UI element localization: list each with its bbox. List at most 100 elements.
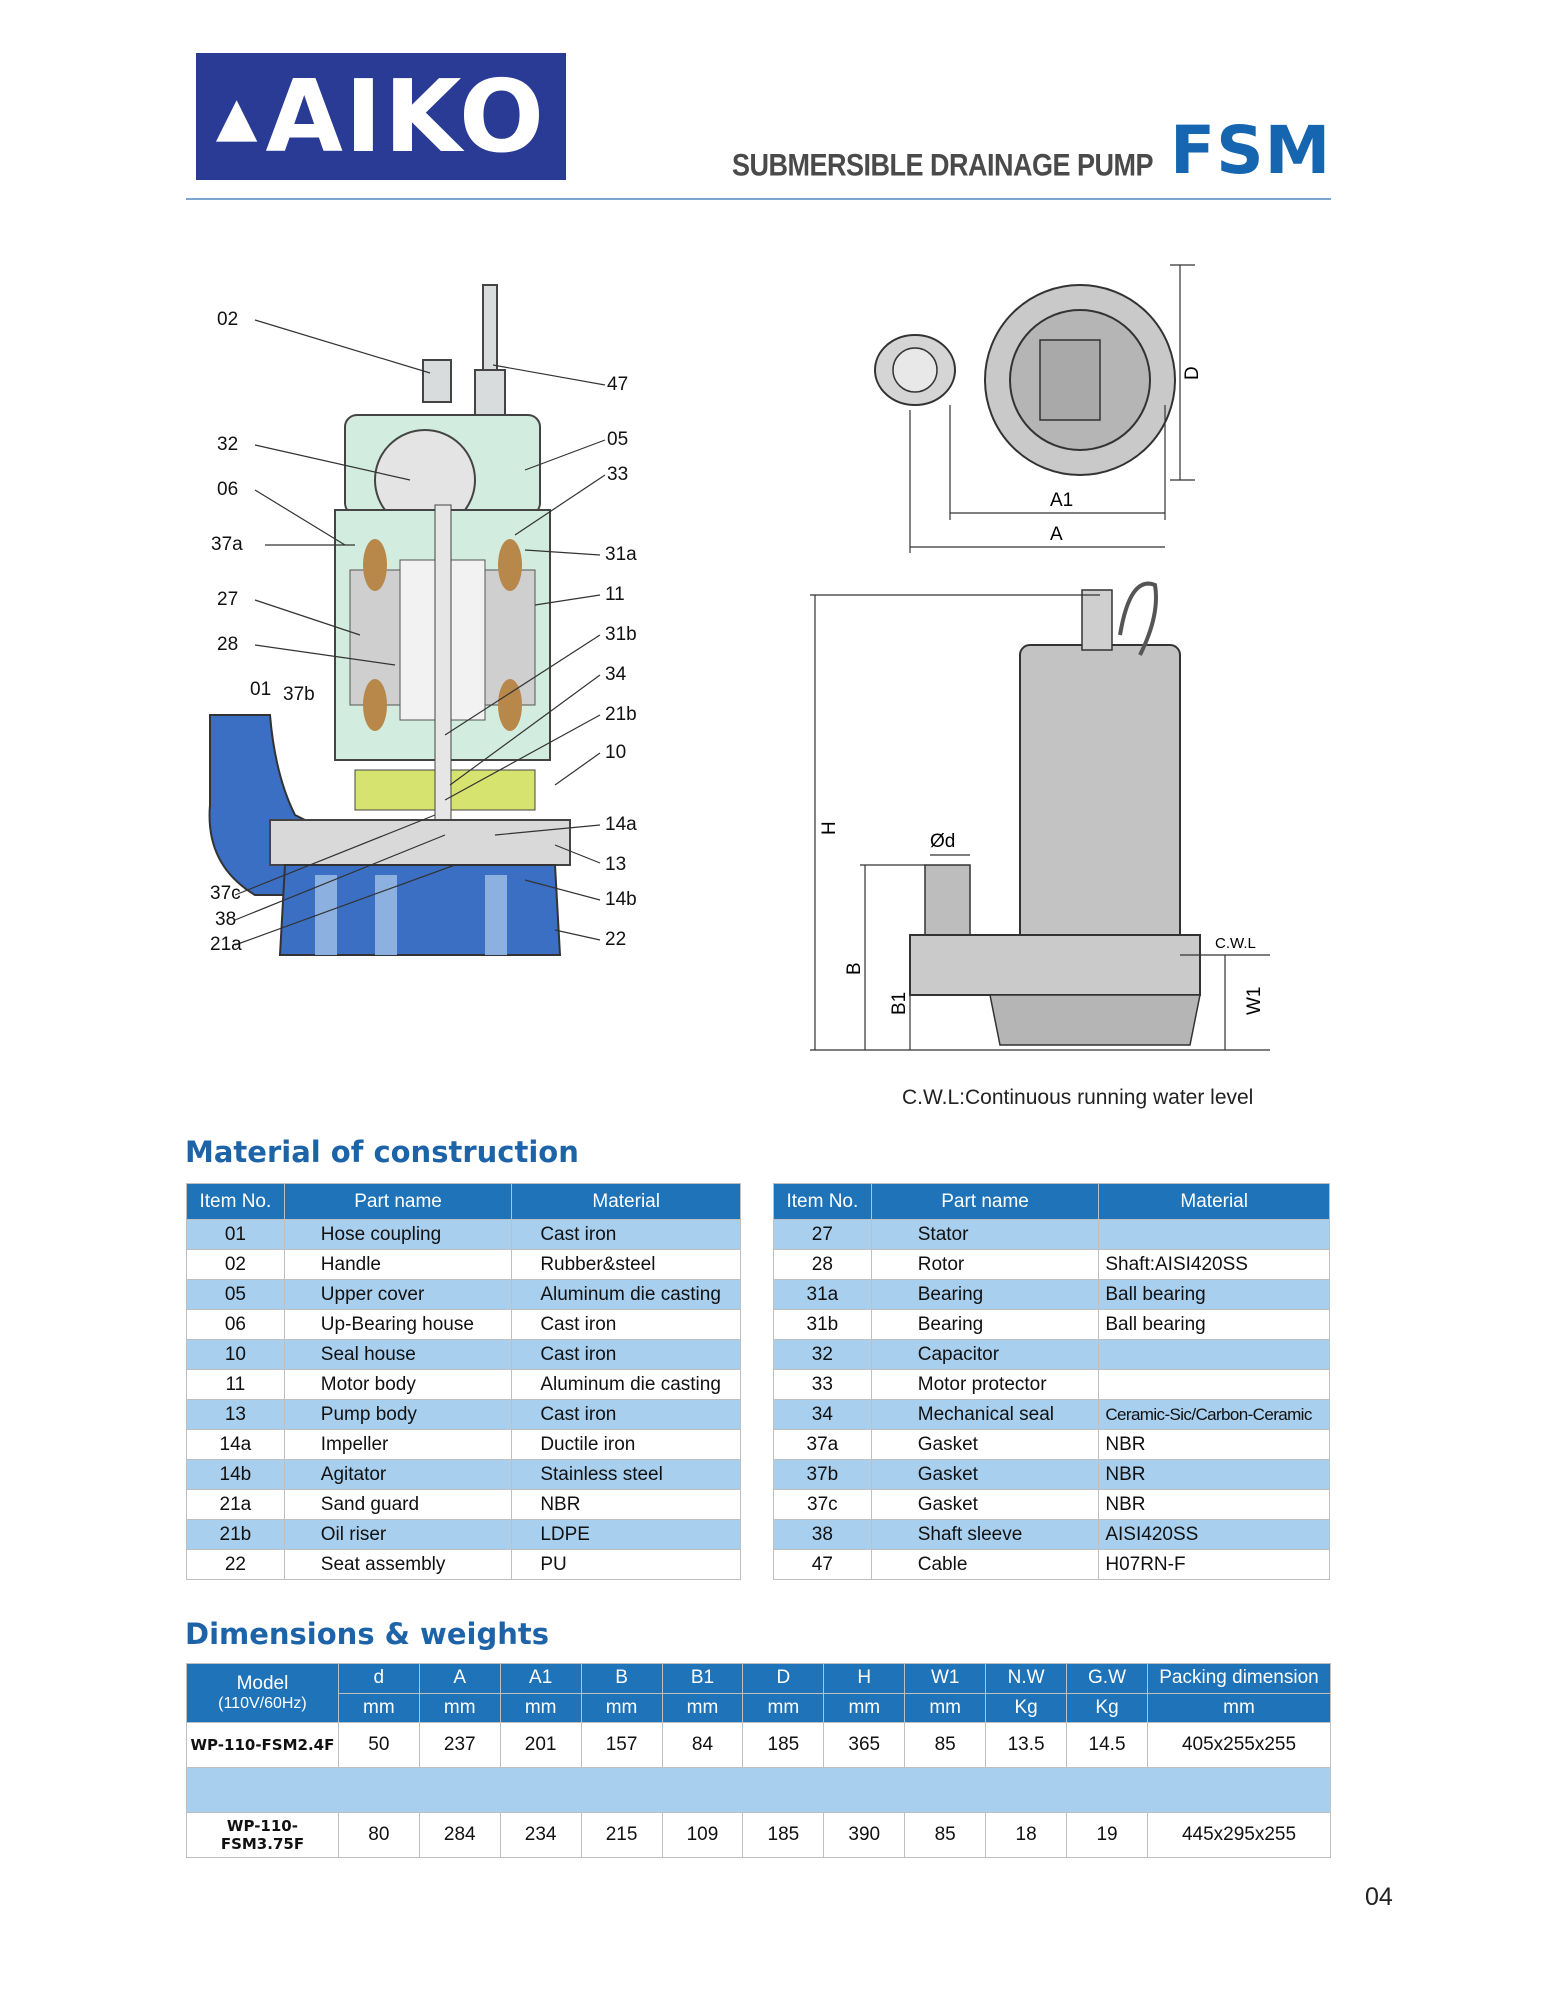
- page-number: 04: [1365, 1883, 1393, 1911]
- item-no: 21b: [186, 1519, 285, 1550]
- callout-label: 13: [605, 854, 626, 875]
- material: NBR: [1098, 1489, 1330, 1520]
- part-name: Motor protector: [870, 1369, 1100, 1400]
- value-cell: 185: [742, 1722, 825, 1768]
- item-no: 01: [186, 1219, 285, 1250]
- item-no: 34: [773, 1399, 872, 1430]
- item-no: 38: [773, 1519, 872, 1550]
- part-name: Pump body: [283, 1399, 513, 1430]
- part-name: Mechanical seal: [870, 1399, 1100, 1430]
- column-header: N.W: [985, 1663, 1068, 1694]
- table-header-row: Model (110V/60Hz) d A A1 B B1 D H W1 N.W…: [186, 1663, 1332, 1723]
- value-cell: 13.5: [985, 1722, 1068, 1768]
- model-cell: WP-110-FSM3.75F: [186, 1812, 339, 1858]
- part-name: Bearing: [870, 1279, 1100, 1310]
- material: Cast iron: [511, 1219, 741, 1250]
- callout-label: 21b: [605, 704, 637, 725]
- callout-label: 37a: [211, 534, 243, 555]
- value-cell: 157: [580, 1722, 663, 1768]
- callout-label: 47: [607, 374, 628, 395]
- value-cell: 185: [742, 1812, 825, 1858]
- value-cell: 390: [823, 1812, 906, 1858]
- column-header: Packing dimension: [1146, 1663, 1332, 1694]
- item-no: 11: [186, 1369, 285, 1400]
- unit-header: mm: [337, 1692, 420, 1723]
- callout-label: 11: [605, 584, 625, 605]
- material: Cast iron: [511, 1309, 741, 1340]
- value-cell: 201: [499, 1722, 582, 1768]
- callout-label: 31b: [605, 624, 637, 645]
- model-header-voltage: (110V/60Hz): [218, 1695, 307, 1712]
- value-cell: 405x255x255: [1146, 1722, 1332, 1768]
- column-header: D: [742, 1663, 825, 1694]
- dim-d-label: D: [1182, 366, 1203, 380]
- column-header: Part name: [283, 1183, 513, 1220]
- dim-b-label: B: [844, 962, 865, 975]
- part-name: Seat assembly: [283, 1549, 513, 1580]
- value-cell: 14.5: [1066, 1722, 1148, 1768]
- callout-label: 21a: [210, 934, 242, 955]
- callout-label: 33: [607, 464, 628, 485]
- item-no: 14b: [186, 1459, 285, 1490]
- pump-dimension-drawing: D A1 A H Ød B B1 W1 C.W.L: [810, 264, 1270, 1051]
- item-no: 32: [773, 1339, 872, 1370]
- material: Ductile iron: [511, 1429, 741, 1460]
- spacer-row: [186, 1767, 1331, 1813]
- header-divider: [186, 198, 1331, 200]
- product-subtitle: SUBMERSIBLE DRAINAGE PUMP: [732, 147, 1154, 183]
- column-header: A: [418, 1663, 501, 1694]
- model-header: Model (110V/60Hz): [186, 1663, 339, 1723]
- part-name: Agitator: [283, 1459, 513, 1490]
- material: Cast iron: [511, 1339, 741, 1370]
- logo-text: AIKO: [265, 58, 547, 175]
- material: NBR: [1098, 1429, 1330, 1460]
- item-no: 27: [773, 1219, 872, 1250]
- column-header: B1: [661, 1663, 744, 1694]
- item-no: 28: [773, 1249, 872, 1280]
- part-name: Cable: [870, 1549, 1100, 1580]
- item-no: 22: [186, 1549, 285, 1580]
- unit-header: Kg: [1066, 1692, 1148, 1723]
- item-no: 37c: [773, 1489, 872, 1520]
- material: Aluminum die casting: [511, 1369, 741, 1400]
- product-model: FSM: [1170, 112, 1332, 189]
- value-cell: 109: [661, 1812, 744, 1858]
- part-name: Gasket: [870, 1459, 1100, 1490]
- dim-od-label: Ød: [930, 831, 955, 852]
- part-name: Seal house: [283, 1339, 513, 1370]
- dim-h-label: H: [819, 821, 840, 835]
- material: Cast iron: [511, 1399, 741, 1430]
- material: Ball bearing: [1098, 1309, 1330, 1340]
- callout-label: 14b: [605, 889, 637, 910]
- value-cell: 365: [823, 1722, 906, 1768]
- material: LDPE: [511, 1519, 741, 1550]
- unit-header: mm: [418, 1692, 501, 1723]
- dim-cwl-label: C.W.L: [1215, 935, 1256, 952]
- material: Rubber&steel: [511, 1249, 741, 1280]
- item-no: 37b: [773, 1459, 872, 1490]
- material: NBR: [511, 1489, 741, 1520]
- item-no: 10: [186, 1339, 285, 1370]
- unit-header: mm: [661, 1692, 744, 1723]
- item-no: 31a: [773, 1279, 872, 1310]
- dim-a-label: A: [1050, 524, 1063, 545]
- value-cell: 84: [661, 1722, 744, 1768]
- callout-label: 28: [217, 634, 238, 655]
- material: AISI420SS: [1098, 1519, 1330, 1550]
- part-name: Sand guard: [283, 1489, 513, 1520]
- unit-header: mm: [742, 1692, 825, 1723]
- material: H07RN-F: [1098, 1549, 1330, 1580]
- value-cell: 237: [418, 1722, 501, 1768]
